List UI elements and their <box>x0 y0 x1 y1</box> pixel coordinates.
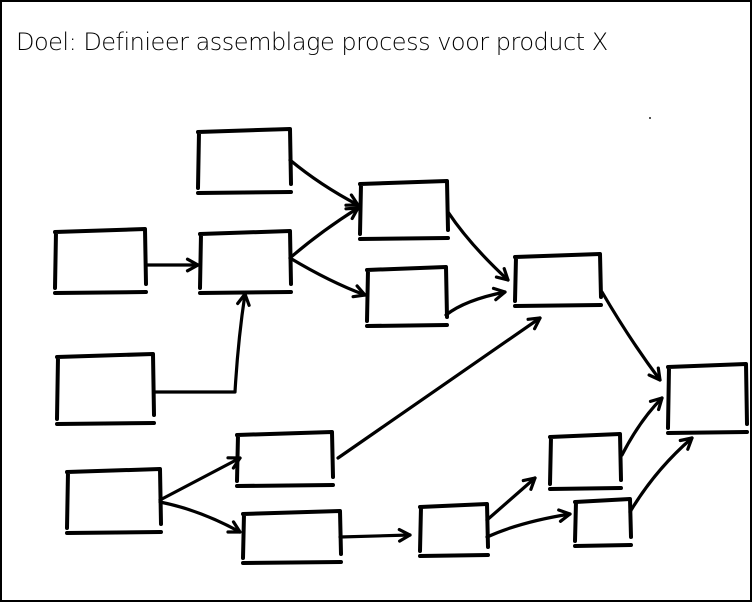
process-box-h <box>666 362 749 435</box>
process-box-a <box>196 127 293 195</box>
edge-e-g <box>446 210 510 282</box>
connector-line <box>600 290 662 382</box>
arrowhead-icon <box>344 193 360 207</box>
edge-d-c <box>153 292 251 394</box>
process-box-i <box>65 467 163 535</box>
edge-c-e <box>288 206 360 260</box>
process-box-b <box>53 227 148 295</box>
arrowhead-icon <box>648 396 664 412</box>
process-box-d <box>55 352 156 426</box>
arrowhead-icon <box>226 520 242 534</box>
edge-c-f <box>288 256 367 299</box>
arrowhead-icon <box>647 366 662 382</box>
process-box-f <box>365 265 449 328</box>
edge-l-n <box>485 508 572 539</box>
process-box-k <box>241 509 343 565</box>
connector-line <box>444 290 507 317</box>
edge-f-g <box>444 286 507 317</box>
arrowhead-icon <box>185 257 200 273</box>
edge-k-l <box>338 528 412 543</box>
edge-j-g <box>336 316 542 460</box>
edge-i-k <box>158 500 242 534</box>
edge-m-h <box>620 396 664 457</box>
arrowhead-icon <box>557 508 572 523</box>
edge-i-j <box>158 456 242 502</box>
connector-line <box>485 512 572 539</box>
process-box-n <box>573 497 633 548</box>
connector-line <box>288 256 367 297</box>
connector-line <box>158 456 242 502</box>
process-box-l <box>418 502 490 558</box>
process-box-m <box>548 432 623 491</box>
connector-line <box>158 500 242 534</box>
connector-line <box>620 396 664 457</box>
connector-line <box>288 158 360 207</box>
arrowhead-icon <box>678 436 694 451</box>
edge-n-h <box>628 436 694 514</box>
arrowhead-icon <box>494 267 510 282</box>
arrowhead-icon <box>226 456 242 470</box>
stray-mark <box>649 117 651 119</box>
arrowhead-icon <box>351 284 367 299</box>
arrowhead-icon <box>491 286 507 302</box>
connector-line <box>336 316 542 460</box>
connector-line <box>628 436 694 514</box>
diagram-title: Doel: Definieer assemblage process voor … <box>16 28 608 56</box>
edge-l-m <box>485 476 537 522</box>
edge-b-c <box>145 257 200 273</box>
connector-line <box>446 210 510 282</box>
arrowhead-icon <box>526 316 542 331</box>
process-box-g <box>513 252 603 308</box>
arrowhead-icon <box>236 292 251 307</box>
connector-line <box>288 206 360 260</box>
process-box-c <box>198 229 293 295</box>
process-box-j <box>235 430 335 488</box>
connector-line <box>153 292 247 394</box>
arrowhead-icon <box>344 206 360 221</box>
process-box-e <box>358 179 450 241</box>
arrowhead-icon <box>521 476 537 491</box>
connector-line <box>338 533 412 539</box>
edge-g-h <box>600 290 662 382</box>
connector-line <box>485 476 537 522</box>
arrowhead-icon <box>397 528 412 543</box>
edge-a-e <box>288 158 360 207</box>
